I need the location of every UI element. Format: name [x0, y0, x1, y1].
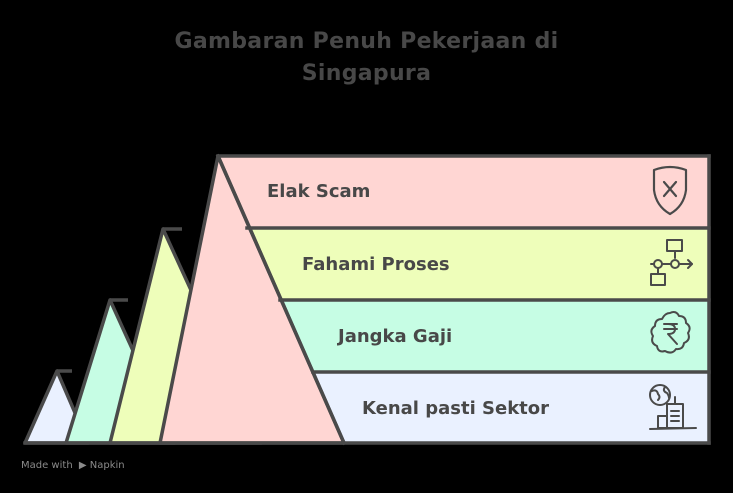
made-with-napkin-footer: Made with ▶ Napkin [21, 460, 125, 471]
napkin-brand: Napkin [89, 460, 125, 471]
band-jangka-gaji [280, 300, 709, 372]
band-fahami-proses [247, 228, 709, 300]
layer-label-kenal-pasti-sektor: Kenal pasti Sektor [362, 398, 550, 419]
band-elak-scam [218, 156, 709, 228]
made-with-text: Made with [21, 460, 73, 471]
napkin-logo-icon: ▶ [78, 460, 87, 471]
diagram-title: Gambaran Penuh Pekerjaan di Singapura [0, 26, 733, 90]
shield-x-icon [652, 165, 688, 216]
layer-label-fahami-proses: Fahami Proses [302, 254, 450, 275]
globe-building-icon [649, 384, 697, 430]
layer-label-jangka-gaji: Jangka Gaji [338, 326, 453, 347]
band-kenal-pasti-sektor [313, 372, 709, 443]
process-flow-icon [650, 239, 693, 286]
layer-label-elak-scam: Elak Scam [267, 181, 371, 202]
title-line-1: Gambaran Penuh Pekerjaan di [174, 29, 559, 54]
rupee-badge-icon [650, 311, 691, 354]
title-line-2: Singapura [301, 61, 432, 86]
